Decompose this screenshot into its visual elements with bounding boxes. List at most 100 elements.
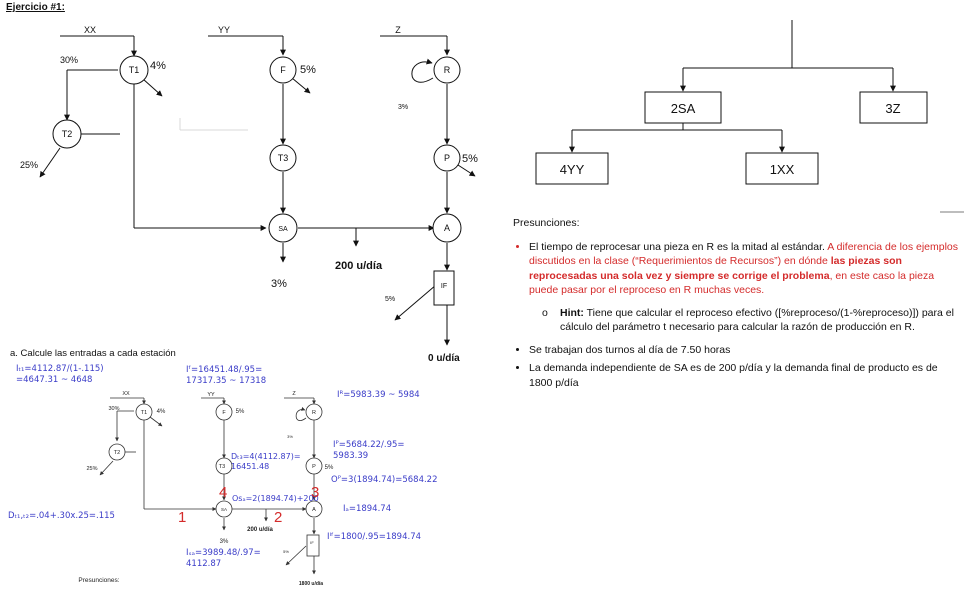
presunciones-list: El tiempo de reprocesar una pieza en R e… bbox=[513, 240, 959, 391]
sol-t1-label: T1 bbox=[141, 410, 147, 416]
sol-node-f bbox=[215, 403, 233, 421]
bom-box-3z bbox=[859, 91, 928, 124]
node-a-label: A bbox=[444, 223, 450, 233]
hand-number-3: 3 bbox=[311, 484, 319, 501]
sol-node-t3 bbox=[215, 457, 233, 475]
node-r bbox=[433, 56, 461, 84]
presunciones-heading: Presunciones: bbox=[513, 217, 580, 229]
node-if-label: IF bbox=[441, 283, 447, 290]
presunciones-panel: Presunciones: El tiempo de reprocesar un… bbox=[513, 216, 959, 394]
node-sa-label: SA bbox=[278, 226, 288, 233]
hint-text: Tiene que calcular el reproceso efectivo… bbox=[560, 306, 954, 334]
sol-pct-30: 30% bbox=[108, 406, 119, 412]
hand-isa-b: 4112.87 bbox=[186, 559, 221, 569]
sol-pct-r: 3% bbox=[287, 434, 293, 439]
node-if bbox=[433, 270, 455, 306]
node-t3-label: T3 bbox=[278, 153, 289, 163]
pct-if: 5% bbox=[385, 296, 395, 303]
bom-3z: 3Z bbox=[885, 101, 900, 116]
hand-iif: Iᴵᶠ=1800/.95=1894.74 bbox=[327, 532, 421, 542]
sol-node-sa bbox=[215, 500, 233, 518]
node-a bbox=[432, 213, 462, 243]
sol-t3-label: T3 bbox=[219, 464, 225, 470]
hand-number-1: 1 bbox=[178, 509, 186, 526]
hand-isa-a: Iₛₐ=3989.48/.97= bbox=[186, 548, 261, 558]
node-f bbox=[269, 56, 297, 84]
exercise-title: Ejercicio #1: bbox=[6, 2, 65, 13]
node-r-label: R bbox=[444, 65, 451, 75]
pct-30: 30% bbox=[60, 55, 78, 65]
hand-it1-b: =4647.31 ~ 4648 bbox=[16, 375, 92, 385]
sol-pct-p: 5% bbox=[325, 465, 334, 471]
sol-pct-t1: 4% bbox=[157, 409, 166, 415]
sol-input-yy: YY bbox=[207, 392, 215, 398]
sol-sa-label: SA bbox=[221, 507, 227, 512]
presuncion-hint: Hint: Tiene que calcular el reproceso ef… bbox=[542, 306, 959, 335]
bom-2sa: 2SA bbox=[671, 101, 696, 116]
demand-sa: 200 u/día bbox=[335, 260, 383, 272]
sol-demand-sa: 200 u/día bbox=[247, 527, 273, 533]
pct-p: 5% bbox=[462, 153, 478, 165]
hand-dt1: Dₜ₁,ₜ₂=.04+.30x.25=.115 bbox=[8, 511, 115, 521]
hand-number-2: 2 bbox=[274, 509, 282, 526]
sol-demand-final: 1800 u/día bbox=[299, 581, 323, 587]
sol-if-label: IF bbox=[310, 540, 314, 545]
pct-r: 3% bbox=[398, 104, 408, 111]
input-xx: XX bbox=[84, 25, 96, 35]
bom-box-4yy bbox=[535, 152, 609, 185]
bom-box-1xx bbox=[745, 152, 819, 185]
sol-node-t1 bbox=[135, 403, 153, 421]
presuncion-reproceso: El tiempo de reprocesar una pieza en R e… bbox=[529, 240, 959, 298]
bom-1xx: 1XX bbox=[770, 162, 795, 177]
demand-final: 0 u/día bbox=[428, 353, 460, 364]
hand-ip-b: 5983.39 bbox=[333, 451, 368, 461]
hand-it1-a: Iₜ₁=4112.87/(1-.115) bbox=[16, 364, 104, 374]
hand-if-a: Iᶠ=16451.48/.95= bbox=[186, 365, 262, 375]
node-t2 bbox=[52, 119, 82, 149]
divider-line bbox=[940, 211, 964, 213]
node-t1-label: T1 bbox=[129, 65, 140, 75]
pct-sa: 3% bbox=[271, 278, 287, 290]
node-t1 bbox=[119, 55, 149, 85]
sol-node-a bbox=[305, 500, 323, 518]
presuncion-reproceso-red: A diferencia de los ejemplos discutidos … bbox=[529, 240, 959, 268]
bom-4yy: 4YY bbox=[560, 162, 585, 177]
presuncion-turnos: Se trabajan dos turnos al día de 7.50 ho… bbox=[529, 343, 959, 358]
sol-node-if bbox=[306, 534, 320, 557]
hand-dt3-a: Dₜ₃=4(4112.87)= bbox=[231, 452, 301, 461]
node-t3 bbox=[269, 144, 297, 172]
hand-ia: Iₐ=1894.74 bbox=[343, 504, 391, 514]
sol-r-label: R bbox=[312, 410, 316, 416]
hand-dt3-b: 16451.48 bbox=[231, 462, 269, 471]
node-p bbox=[433, 144, 461, 172]
node-f-label: F bbox=[280, 65, 286, 75]
sol-input-z: Z bbox=[292, 391, 296, 397]
presuncion-reproceso-bold: las piezas son reprocesadas una sola vez… bbox=[529, 255, 902, 282]
pct-f: 5% bbox=[300, 64, 316, 76]
hand-ir: Iᴿ=5983.39 ~ 5984 bbox=[337, 390, 420, 400]
sol-node-r bbox=[305, 403, 323, 421]
node-t2-label: T2 bbox=[62, 129, 73, 139]
hand-ip-a: Iᴾ=5684.22/.95= bbox=[333, 440, 405, 450]
node-sa bbox=[268, 213, 298, 243]
sol-pct-if: 5% bbox=[283, 549, 289, 554]
input-z: Z bbox=[395, 25, 401, 35]
question-a: a. Calcule las entradas a cada estación bbox=[10, 348, 176, 359]
sol-pct-t2: 25% bbox=[86, 466, 97, 472]
presuncion-demanda: La demanda independiente de SA es de 200… bbox=[529, 361, 959, 390]
sol-input-xx: XX bbox=[122, 391, 130, 397]
presuncion-reproceso-normal: El tiempo de reprocesar una pieza en R e… bbox=[529, 240, 828, 253]
pct-t2: 25% bbox=[20, 160, 38, 170]
sol-a-label: A bbox=[312, 507, 316, 513]
sol-p-label: P bbox=[312, 464, 316, 470]
hint-label: Hint: bbox=[560, 306, 584, 319]
pct-t1: 4% bbox=[150, 60, 166, 72]
hand-if-b: 17317.35 ~ 17318 bbox=[186, 376, 266, 386]
sol-f-label: F bbox=[222, 410, 226, 416]
bom-box-2sa bbox=[644, 91, 722, 124]
sol-t2-label: T2 bbox=[114, 450, 120, 456]
hand-op: Oᴾ=3(1894.74)=5684.22 bbox=[331, 475, 438, 485]
hand-osa: Osₐ=2(1894.74)+200 bbox=[232, 494, 319, 503]
sol-node-t2 bbox=[108, 443, 126, 461]
